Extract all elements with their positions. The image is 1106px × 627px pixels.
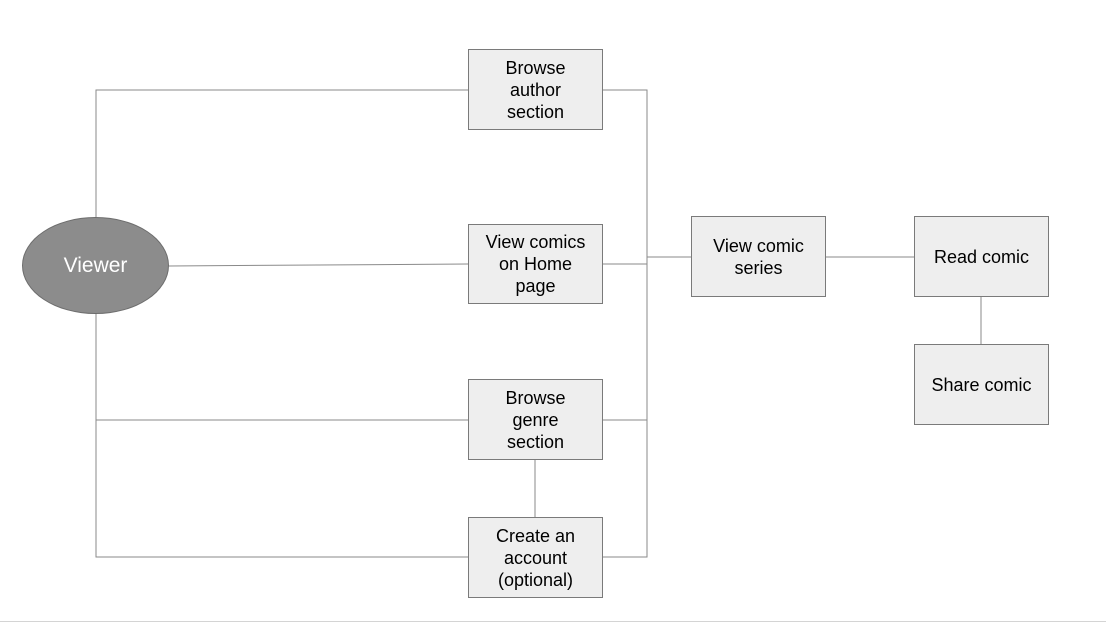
viewer-actor[interactable]: Viewer [22, 217, 169, 314]
browse-genre-label: Browse genre section [505, 387, 566, 452]
read-comic-node[interactable]: Read comic [914, 216, 1049, 297]
share-comic-node[interactable]: Share comic [914, 344, 1049, 425]
view-comics-home-label: View comics on Home page [485, 232, 586, 296]
view-comics-home-node[interactable]: View comics on Home page [468, 224, 603, 304]
bottom-divider [0, 621, 1106, 622]
view-comic-series-node[interactable]: View comic series [691, 216, 826, 297]
share-comic-label: Share comic [931, 374, 1032, 395]
create-account-node[interactable]: Create an account (optional) [468, 517, 603, 598]
read-comic-label: Read comic [933, 246, 1030, 267]
browse-author-node[interactable]: Browse author section [468, 49, 603, 130]
connector-browse-author-bus [603, 89, 648, 558]
viewer-label: Viewer [63, 253, 128, 277]
view-comic-series-label: View comic series [713, 235, 804, 278]
browse-genre-node[interactable]: Browse genre section [468, 379, 603, 460]
browse-author-label: Browse author section [505, 57, 566, 122]
connector-viewer-browse-genre [95, 314, 468, 421]
create-account-label: Create an account (optional) [495, 525, 576, 590]
connector-viewer-create-account [95, 420, 468, 558]
connector-viewer-view-home [168, 263, 469, 267]
connector-viewer-browse-author [95, 89, 468, 217]
